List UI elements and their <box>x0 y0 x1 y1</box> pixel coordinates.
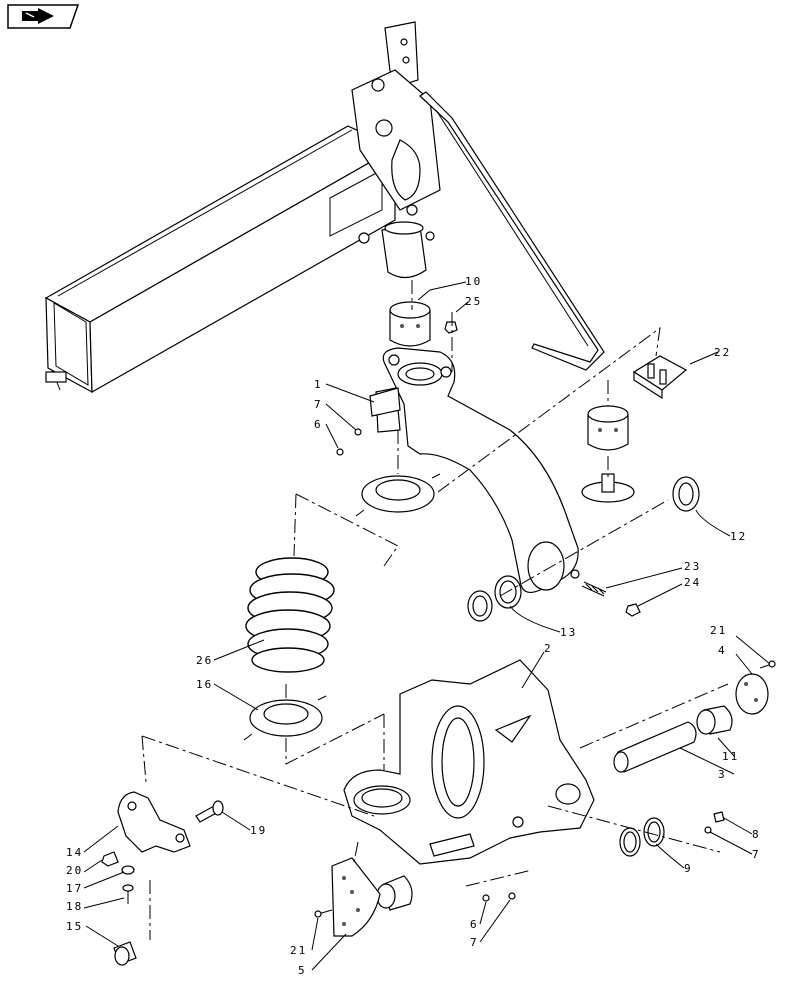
callout-21-upper: 21 <box>710 624 727 637</box>
frame-tube <box>44 125 397 394</box>
snap-rings-9 <box>619 817 665 857</box>
bushing-11 <box>696 705 733 735</box>
callout-15: 15 <box>66 920 83 933</box>
fitting-8 <box>713 811 725 823</box>
callout-23: 23 <box>684 560 701 573</box>
callout-10: 10 <box>465 275 482 288</box>
callout-5: 5 <box>298 964 307 977</box>
screw-21-upper <box>759 660 776 669</box>
pin-6-lower <box>482 894 490 902</box>
pin-6-upper <box>336 448 344 456</box>
callout-16: 16 <box>196 678 213 691</box>
callout-14: 14 <box>66 846 83 859</box>
spacer-15 <box>113 941 137 966</box>
leader-lines <box>83 281 771 971</box>
callout-24: 24 <box>684 576 701 589</box>
spring-seat-upper <box>355 473 441 517</box>
coil-spring-26 <box>245 557 335 673</box>
callout-3: 3 <box>718 768 727 781</box>
screw-21-lower <box>314 909 333 918</box>
callout-25: 25 <box>465 295 482 308</box>
callout-7-right: 7 <box>752 848 761 861</box>
grease-fitting-25 <box>444 321 458 334</box>
washer-7-right <box>704 826 712 834</box>
pivot-pin-3 <box>613 721 697 773</box>
callout-6: 6 <box>314 418 323 431</box>
clamp-14 <box>117 791 191 853</box>
axle-carrier <box>343 659 595 865</box>
washers-13 <box>467 575 522 622</box>
callout-22: 22 <box>714 346 731 359</box>
spring-seat-16 <box>243 695 327 741</box>
bushing-lower-arm <box>581 405 635 503</box>
bushing-lower-front <box>376 875 413 911</box>
callout-21-lower: 21 <box>290 944 307 957</box>
callout-18: 18 <box>66 900 83 913</box>
nut-24 <box>625 603 641 617</box>
callout-19: 19 <box>250 824 267 837</box>
nut-20 <box>101 851 119 867</box>
callout-13: 13 <box>560 626 577 639</box>
callout-12: 12 <box>730 530 747 543</box>
next-page-arrow-icon[interactable] <box>7 4 80 29</box>
steering-tower <box>351 21 605 371</box>
bolt-23 <box>581 581 607 597</box>
callout-9: 9 <box>684 862 693 875</box>
plate-5 <box>331 857 381 937</box>
callout-4: 4 <box>718 644 727 657</box>
washer-7-upper <box>354 428 362 436</box>
bushing-upper <box>389 301 431 347</box>
callout-7-lower: 7 <box>470 936 479 949</box>
pivot-block-22 <box>632 355 688 400</box>
screw-18 <box>122 884 134 904</box>
callout-labels: 10 25 22 1 7 6 12 23 24 13 26 16 2 21 4 … <box>66 275 761 977</box>
callout-20: 20 <box>66 864 83 877</box>
callout-11: 11 <box>722 750 739 763</box>
assembly-center-lines <box>141 280 729 940</box>
spindle-arm <box>369 347 580 593</box>
callout-7: 7 <box>314 398 323 411</box>
callout-1: 1 <box>314 378 323 391</box>
callout-2: 2 <box>544 642 553 655</box>
callout-17: 17 <box>66 882 83 895</box>
washer-7-lower <box>508 892 516 900</box>
callout-26: 26 <box>196 654 213 667</box>
washer-17 <box>121 865 135 875</box>
callout-8: 8 <box>752 828 761 841</box>
callout-6-lower: 6 <box>470 918 479 931</box>
cap-plate-4 <box>735 673 769 715</box>
bolt-19 <box>195 800 224 823</box>
thrust-washer-12 <box>672 476 700 512</box>
